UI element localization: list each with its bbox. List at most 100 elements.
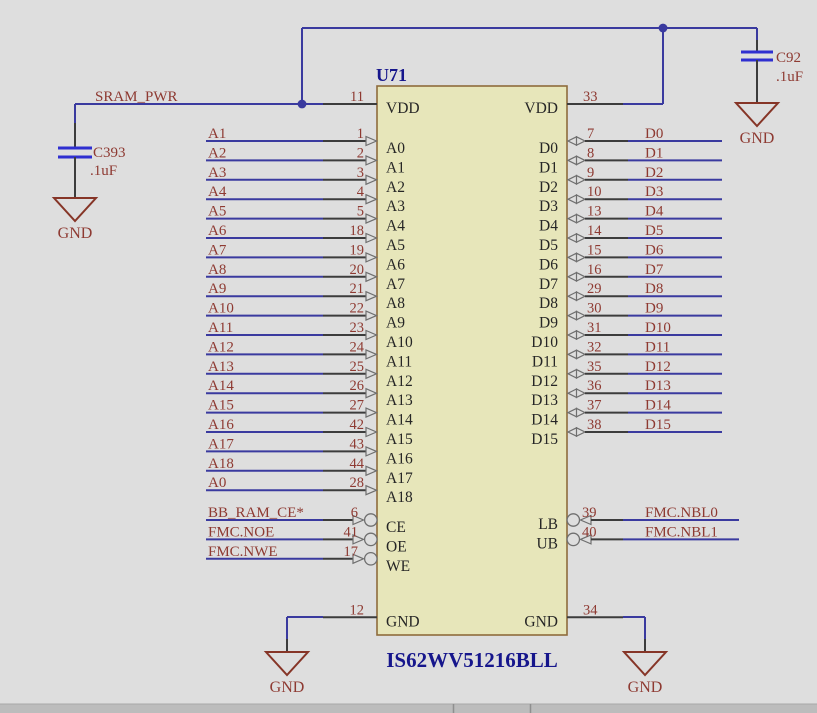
net-label-d4[interactable]: D4 <box>645 204 664 220</box>
pin-number: 11 <box>350 89 364 105</box>
net-label-a18[interactable]: A18 <box>208 456 234 472</box>
pin-number: 26 <box>350 378 365 394</box>
pin-number: 25 <box>350 359 365 375</box>
net-label-a17[interactable]: A17 <box>208 436 234 452</box>
chip-part-number: IS62WV51216BLL <box>386 648 558 672</box>
net-label-a10[interactable]: A10 <box>208 301 234 317</box>
gnd-triangle-icon <box>733 102 781 128</box>
pin-name: D12 <box>531 373 558 390</box>
net-label-d15[interactable]: D15 <box>645 417 671 433</box>
net-label-a8[interactable]: A8 <box>208 262 226 278</box>
net-label-a1[interactable]: A1 <box>208 126 226 142</box>
pin-name: A13 <box>386 392 413 409</box>
pin-name: OE <box>386 538 407 555</box>
chip-designator: U71 <box>376 65 407 85</box>
pin-name: D1 <box>539 159 558 176</box>
net-label-d6[interactable]: D6 <box>645 242 664 258</box>
net-label-a5[interactable]: A5 <box>208 204 226 220</box>
net-label-a3[interactable]: A3 <box>208 165 226 181</box>
net-label-d13[interactable]: D13 <box>645 378 671 394</box>
net-label-a2[interactable]: A2 <box>208 145 226 161</box>
net-label-fmc.noe[interactable]: FMC.NOE <box>208 524 274 540</box>
gnd-symbol[interactable]: GND <box>733 102 781 147</box>
pin-number: 4 <box>357 184 365 200</box>
pin-input-arrow-icon <box>365 154 379 166</box>
net-label-a4[interactable]: A4 <box>208 184 227 200</box>
gnd-label: GND <box>270 679 305 696</box>
net-label-bb_ram_ce*[interactable]: BB_RAM_CE* <box>208 505 304 521</box>
pin-number: 12 <box>350 602 365 618</box>
pin-number: 41 <box>344 524 359 540</box>
pin-input-arrow-icon <box>365 251 379 263</box>
net-label-a6[interactable]: A6 <box>208 223 227 239</box>
net-label-d1[interactable]: D1 <box>645 145 663 161</box>
pin-input-arrow-icon <box>365 407 379 419</box>
pin-number: 17 <box>344 544 359 560</box>
chip-body-u71[interactable] <box>376 85 568 636</box>
net-label-a12[interactable]: A12 <box>208 339 234 355</box>
pin-input-arrow-icon <box>365 465 379 477</box>
net-label-fmc.nbl0[interactable]: FMC.NBL0 <box>645 505 718 521</box>
net-label-a16[interactable]: A16 <box>208 417 234 433</box>
active-low-bubble-icon <box>363 532 378 547</box>
net-label-d2[interactable]: D2 <box>645 165 663 181</box>
pin-name: D8 <box>539 295 558 312</box>
net-label-a15[interactable]: A15 <box>208 398 234 414</box>
pin-number: 7 <box>587 126 594 142</box>
pin-number: 14 <box>587 223 602 239</box>
net-label-a11[interactable]: A11 <box>208 320 233 336</box>
pin-name: A12 <box>386 373 413 390</box>
gnd-symbol[interactable]: GND <box>621 651 669 696</box>
net-label-d14[interactable]: D14 <box>645 398 671 414</box>
net-label-fmc.nbl1[interactable]: FMC.NBL1 <box>645 524 718 540</box>
net-label-a9[interactable]: A9 <box>208 281 226 297</box>
pin-name: A18 <box>386 489 413 506</box>
pin-input-arrow-icon <box>365 174 379 186</box>
pin-name: D14 <box>531 412 558 429</box>
net-label-d8[interactable]: D8 <box>645 281 663 297</box>
net-label-d10[interactable]: D10 <box>645 320 671 336</box>
gnd-triangle-icon <box>621 651 669 677</box>
gnd-label: GND <box>58 225 93 242</box>
net-label-a0[interactable]: A0 <box>208 475 226 491</box>
pin-number: 19 <box>350 242 365 258</box>
pin-number: 6 <box>351 505 358 521</box>
net-label-fmc.nwe[interactable]: FMC.NWE <box>208 544 278 560</box>
net-label-d9[interactable]: D9 <box>645 301 663 317</box>
net-label-d3[interactable]: D3 <box>645 184 663 200</box>
gnd-hookup-right[interactable]: GND <box>621 616 669 696</box>
pin-name: A7 <box>386 276 405 293</box>
gnd-symbol[interactable]: GND <box>51 197 99 242</box>
net-label-d7[interactable]: D7 <box>645 262 664 278</box>
pin-input-arrow-icon <box>352 514 366 526</box>
net-label-a14[interactable]: A14 <box>208 378 234 394</box>
pin-number: 8 <box>587 145 594 161</box>
active-low-bubble-icon <box>566 532 581 547</box>
net-label-sram_pwr[interactable]: SRAM_PWR <box>95 89 178 105</box>
net-label-a13[interactable]: A13 <box>208 359 234 375</box>
gnd-symbol[interactable]: GND <box>263 651 311 696</box>
net-label-d11[interactable]: D11 <box>645 339 670 355</box>
pin-name: D13 <box>531 392 558 409</box>
pin-number: 23 <box>350 320 365 336</box>
net-sram-pwr[interactable]: SRAM_PWR <box>75 23 757 109</box>
active-low-bubble-icon <box>566 513 581 527</box>
net-label-d5[interactable]: D5 <box>645 223 663 239</box>
pin-number: 44 <box>350 456 365 472</box>
net-label-d0[interactable]: D0 <box>645 126 663 142</box>
pin-number: 36 <box>587 378 602 394</box>
net-label-d12[interactable]: D12 <box>645 359 671 375</box>
gnd-hookup-left[interactable]: GND <box>263 616 323 696</box>
pin-number: 35 <box>587 359 602 375</box>
pin-bidir-arrow-icon <box>566 310 587 321</box>
net-label-a7[interactable]: A7 <box>208 242 227 258</box>
